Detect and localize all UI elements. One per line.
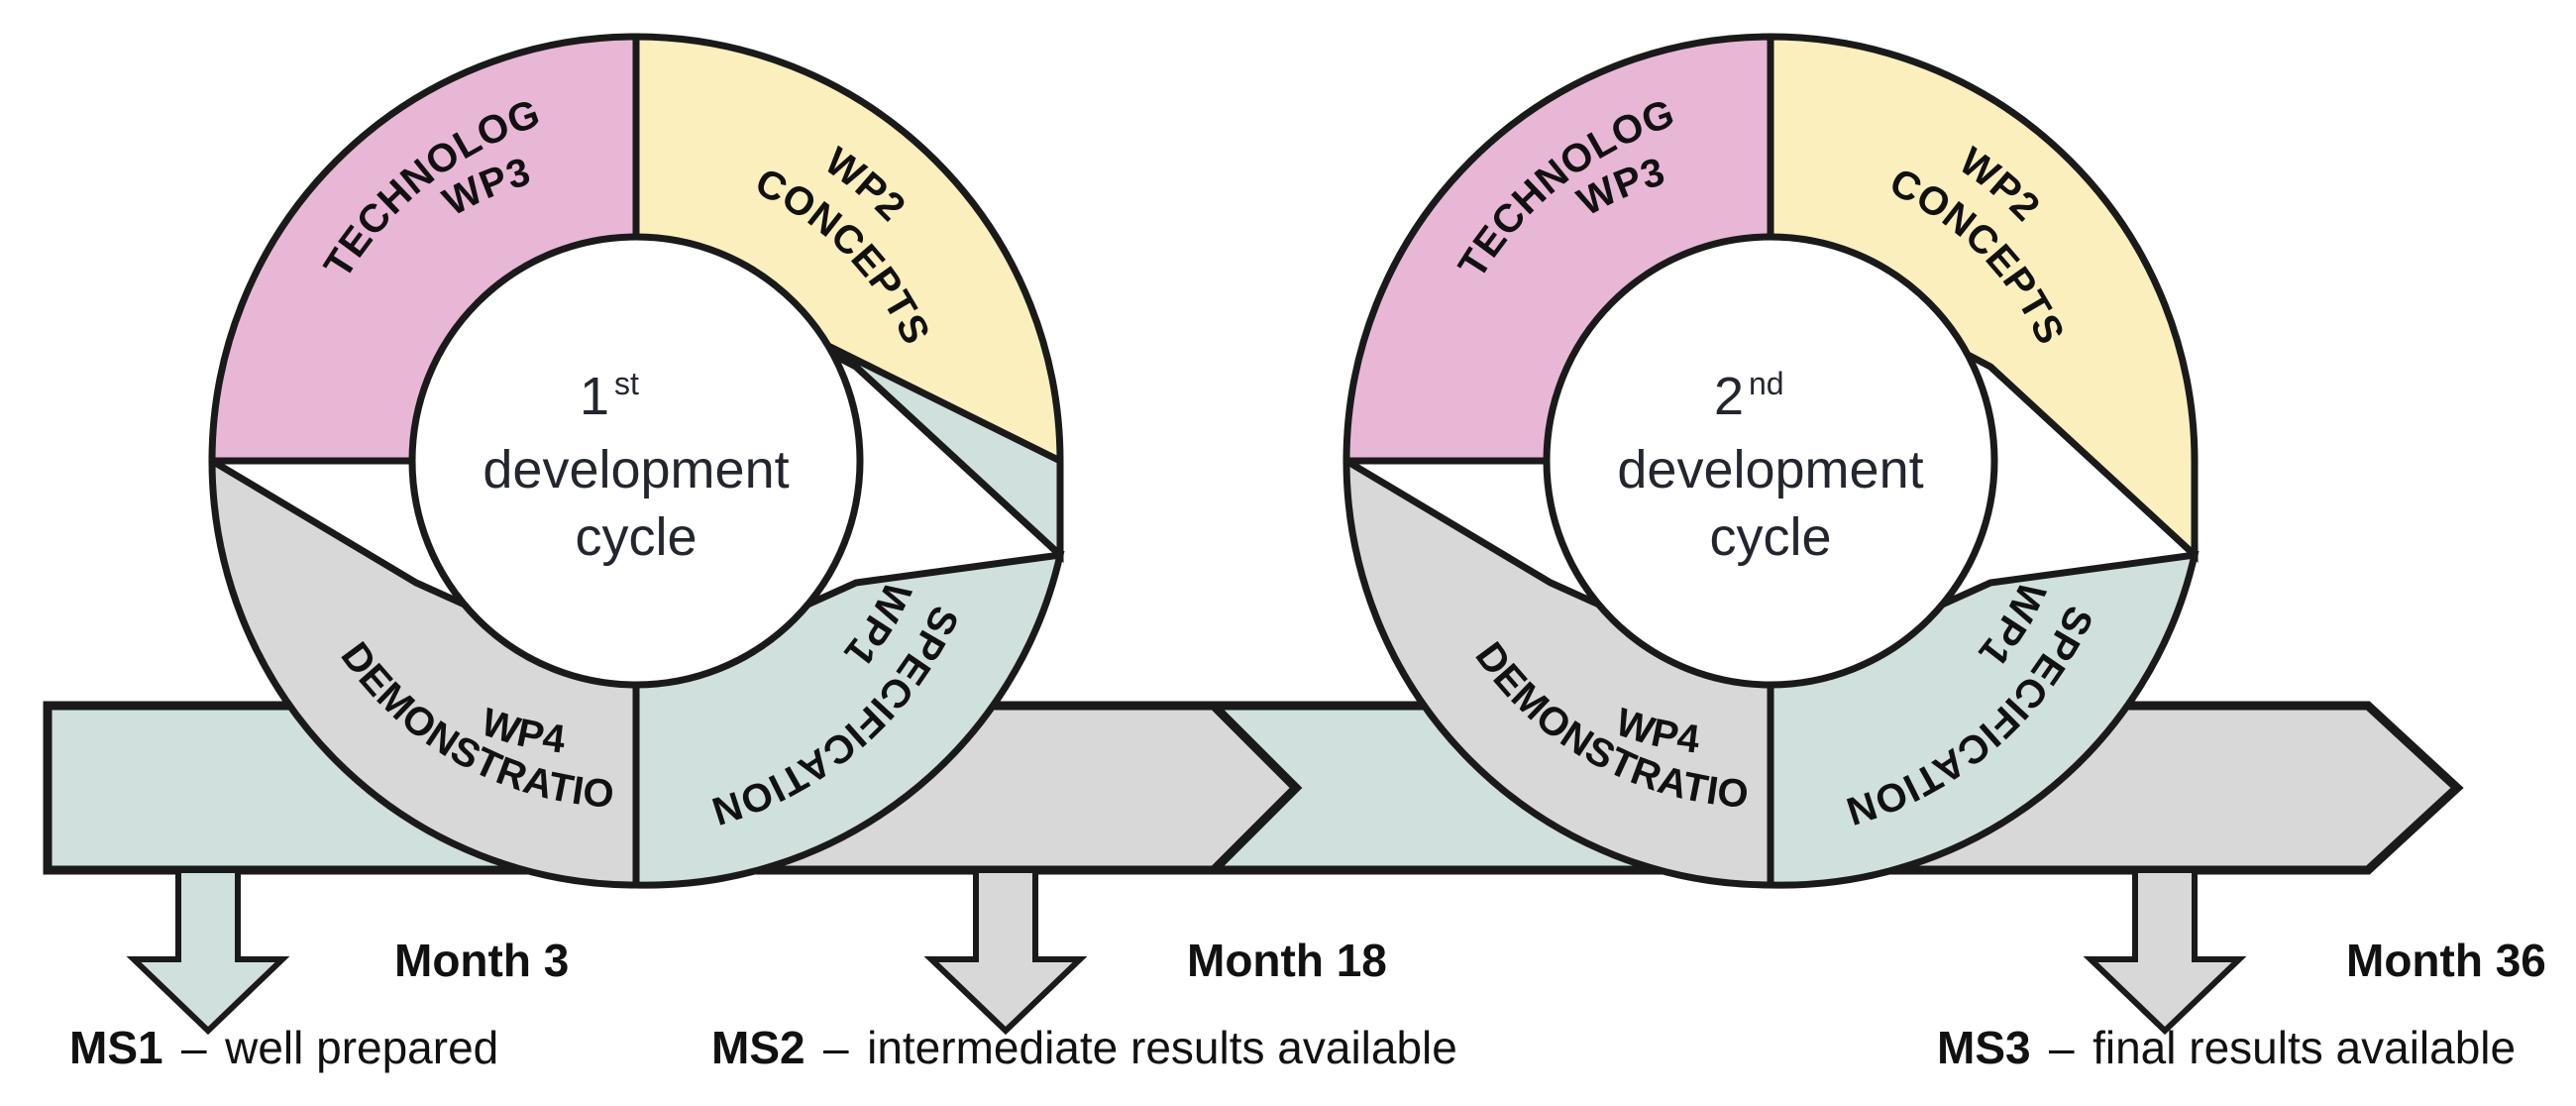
- milestone-arrow-ms1[interactable]: [126, 867, 290, 1036]
- milestone-separator-ms1: –: [181, 1022, 207, 1073]
- milestone-description-ms3: final results available: [2093, 1022, 2516, 1073]
- hub-line3-cycle-2: cycle: [1709, 507, 1831, 567]
- milestone-labels: MS1 – well prepared MS2 – intermediate r…: [69, 1022, 2516, 1073]
- hub-line3-cycle-1: cycle: [575, 507, 697, 567]
- hub-ordinal-suffix-cycle-2: nd: [1749, 366, 1784, 401]
- segment-wp2-concepts-cycle-2[interactable]: [1767, 33, 2199, 563]
- segment-wp3-technologies-cycle-1[interactable]: [208, 33, 640, 465]
- milestone-label-ms1: MS1 – well prepared: [69, 1022, 498, 1073]
- cycle-2-donut: [1342, 33, 2200, 889]
- milestone-arrow-ms3[interactable]: [2083, 867, 2247, 1036]
- month-label-ms2: Month 18: [1187, 935, 1387, 986]
- milestone-separator-ms2: –: [823, 1022, 849, 1073]
- segment-wp3-technologies-cycle-2[interactable]: [1342, 33, 1774, 465]
- svg-text:MS1 – well pre: MS1 – well prepared: [69, 1022, 498, 1073]
- hub-line2-cycle-2: development: [1617, 440, 1923, 499]
- milestone-separator-ms3: –: [2049, 1022, 2075, 1073]
- svg-text:MS3 – final re: MS3 – final results available: [1937, 1022, 2516, 1073]
- segment-wp4-demonstration-cycle-1[interactable]: [208, 454, 640, 889]
- hub-ordinal-suffix-cycle-1: st: [614, 366, 639, 401]
- hub-ordinal-number-cycle-1: 1: [580, 367, 609, 426]
- month-label-ms1: Month 3: [394, 935, 569, 986]
- milestone-code-ms2: MS2: [711, 1022, 805, 1073]
- svg-text:MS2 – intermed: MS2 – intermediate results available: [711, 1022, 1457, 1073]
- segment-wp4-demonstration-cycle-2[interactable]: [1342, 454, 1774, 889]
- milestone-description-ms2: intermediate results available: [867, 1022, 1457, 1073]
- hub-circle-cycle-1: [408, 233, 864, 689]
- cycle-1-donut: [208, 33, 1065, 889]
- month-labels: Month 3 Month 18 Month 36: [394, 935, 2546, 986]
- hub-circle-cycle-2: [1543, 233, 1998, 689]
- milestone-label-ms2: MS2 – intermediate results available: [711, 1022, 1457, 1073]
- milestone-code-ms3: MS3: [1937, 1022, 2031, 1073]
- hub-ordinal-number-cycle-2: 2: [1714, 367, 1744, 426]
- hub-line2-cycle-1: development: [483, 440, 789, 499]
- milestone-arrow-ms2[interactable]: [923, 867, 1088, 1036]
- milestone-description-ms1: well prepared: [224, 1022, 498, 1073]
- month-label-ms3: Month 36: [2346, 935, 2546, 986]
- milestone-label-ms3: MS3 – final results available: [1937, 1022, 2516, 1073]
- milestone-code-ms1: MS1: [69, 1022, 163, 1073]
- milestone-arrows: [126, 867, 2247, 1036]
